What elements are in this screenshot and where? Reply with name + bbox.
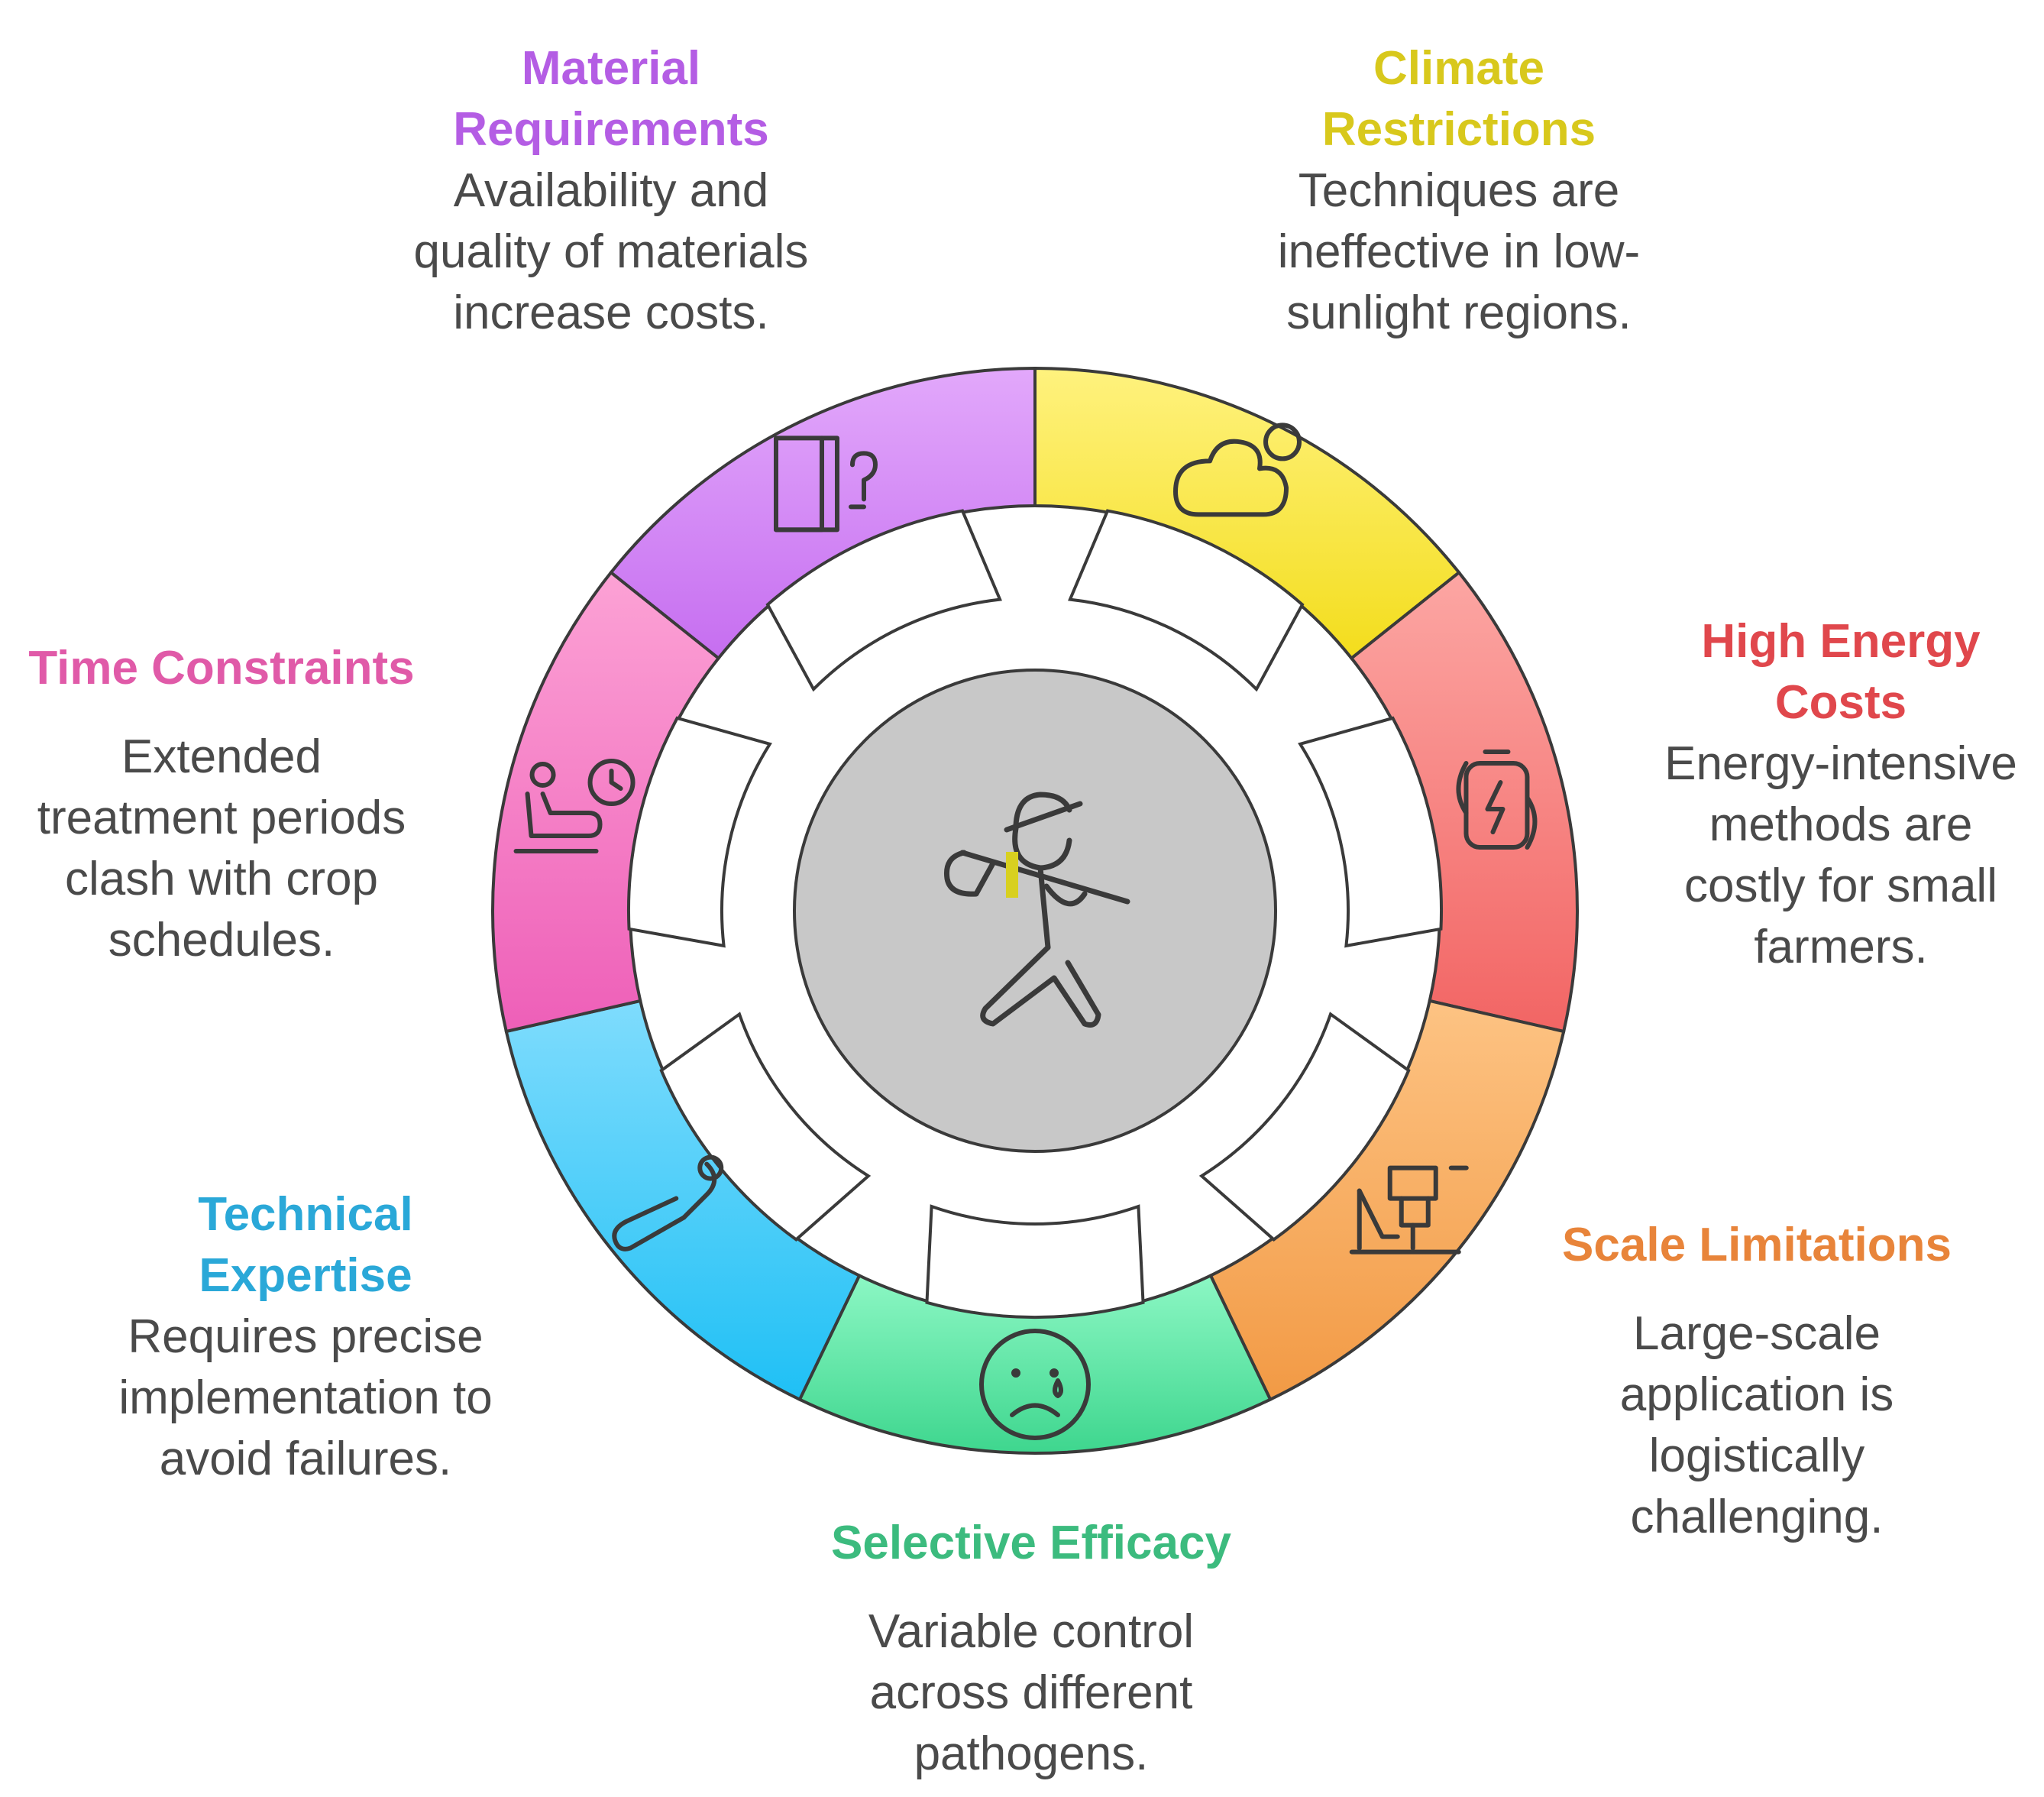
notch-climate [1068,509,1305,692]
sad-face-icon [979,1329,1091,1440]
desc-scale: Large-scale application is logistically … [1619,1307,1894,1543]
label-selective: Selective Efficacy Variable control acro… [810,1513,1253,1785]
title-technical: Technical Expertise [198,1188,413,1302]
title-scale: Scale Limitations [1562,1219,1952,1271]
title-climate: Climate Restrictions [1321,42,1596,156]
title-time: Time Constraints [28,642,415,695]
door-question-icon [773,435,878,533]
label-time: Time Constraints Extended treatment peri… [15,638,428,971]
waiting-clock-icon [513,759,636,854]
notch-technical [659,1012,872,1242]
desc-energy: Energy-intensive methods are costly for … [1664,737,2017,973]
notch-energy [1298,716,1443,948]
desc-technical: Requires precise implementation to avoid… [118,1310,493,1485]
notch-time [627,716,772,948]
notch-material [765,509,1002,692]
label-energy: High Energy Costs Energy-intensive metho… [1650,611,2032,978]
tool-icon [612,1154,724,1251]
battery-cycle-icon [1456,750,1538,850]
label-climate: Climate Restrictions Techniques are inef… [1237,38,1680,344]
notch-selective [925,1204,1145,1319]
title-selective: Selective Efficacy [831,1517,1231,1569]
label-material: Material Requirements Availability and q… [390,38,833,344]
cloud-sun-icon [1173,423,1302,517]
center-hub [793,669,1277,1153]
field-machine-icon [1349,1165,1469,1255]
desc-climate: Techniques are ineffective in low-sunlig… [1277,164,1641,339]
desc-selective: Variable control across different pathog… [868,1605,1195,1780]
title-material: Material Requirements [453,42,769,156]
notch-scale [1198,1012,1411,1242]
label-scale: Scale Limitations Large-scale applicatio… [1558,1215,1955,1548]
desc-material: Availability and quality of materials in… [413,164,809,339]
desc-time: Extended treatment periods clash with cr… [37,730,406,966]
farmer-with-hoe-icon [943,792,1130,1028]
title-energy: High Energy Costs [1701,615,1981,729]
label-technical: Technical Expertise Requires precise imp… [84,1184,527,1490]
